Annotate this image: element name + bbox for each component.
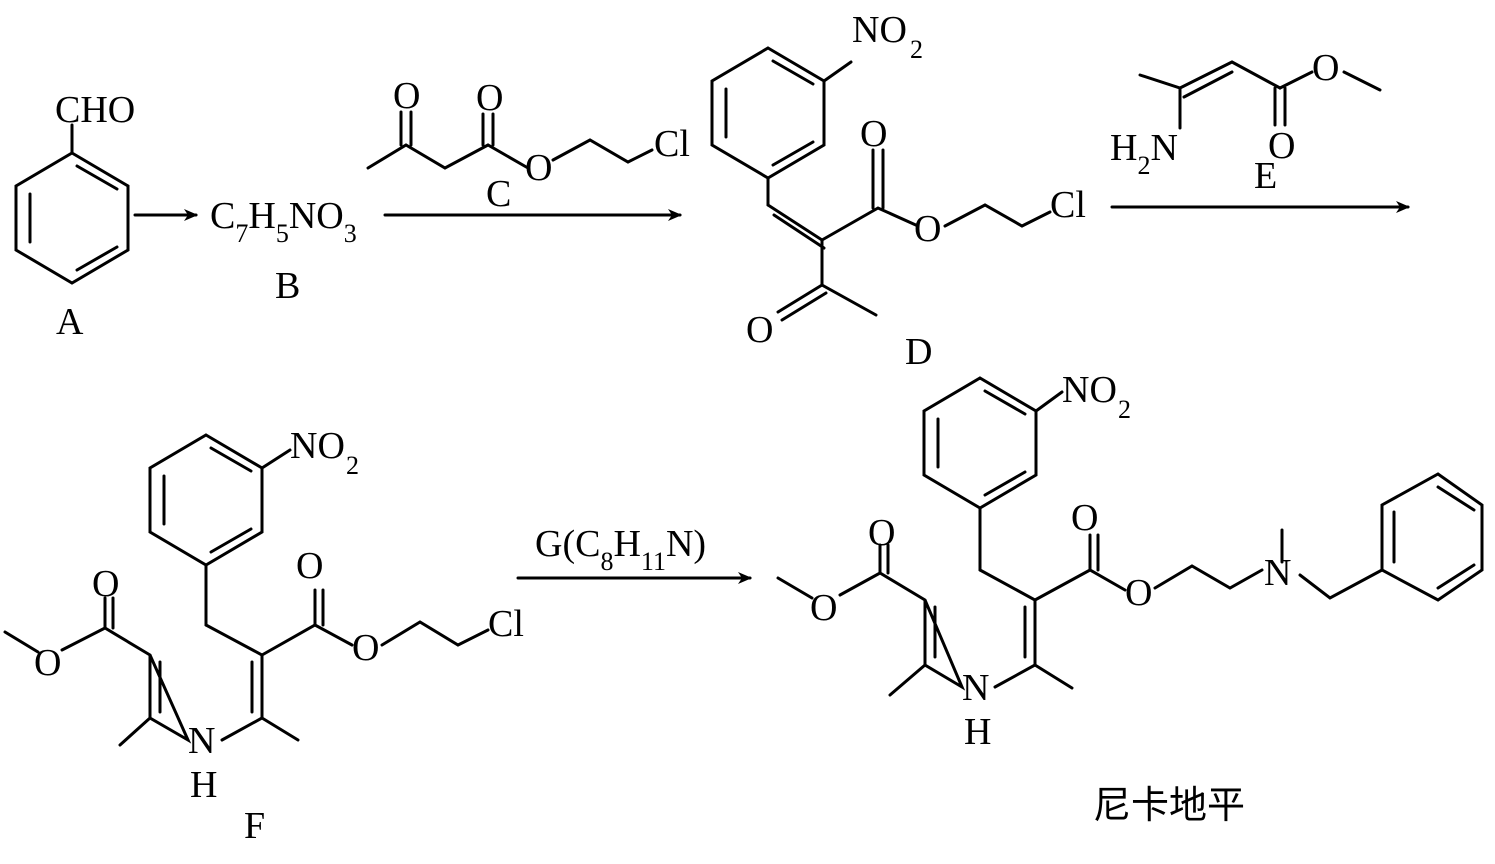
formula-b: C7H5NO3: [210, 195, 357, 248]
svg-text:O: O: [525, 147, 552, 189]
reagent-c: O O O Cl C: [366, 75, 690, 215]
svg-text:H2N: H2N: [1110, 127, 1178, 180]
svg-text:NO: NO: [1062, 369, 1117, 411]
svg-text:H: H: [190, 764, 217, 806]
compound-a: CHO A: [14, 89, 135, 343]
reagent-e: H2N O O E: [1110, 47, 1382, 197]
compound-f-label: F: [244, 805, 265, 847]
svg-text:O: O: [914, 208, 941, 250]
svg-text:H: H: [964, 711, 991, 753]
svg-text:NO: NO: [852, 9, 907, 51]
svg-text:O: O: [868, 512, 895, 554]
svg-text:O: O: [1071, 497, 1098, 539]
svg-text:O: O: [860, 113, 887, 155]
svg-text:2: 2: [910, 35, 923, 64]
svg-text:2: 2: [346, 451, 359, 480]
svg-text:O: O: [34, 642, 61, 684]
svg-text:O: O: [810, 587, 837, 629]
compound-a-label: A: [56, 301, 84, 343]
svg-text:O: O: [92, 563, 119, 605]
svg-text:Cl: Cl: [488, 603, 524, 645]
reagent-g: G(C8H11N): [535, 523, 706, 576]
compound-b: C7H5NO3 B: [210, 195, 357, 307]
compound-f: NO 2 O O O O Cl N H F: [3, 425, 524, 847]
svg-text:O: O: [746, 309, 773, 351]
compound-d-label: D: [905, 331, 932, 373]
svg-text:O: O: [1312, 47, 1339, 89]
svg-text:2: 2: [1118, 395, 1131, 424]
svg-text:Cl: Cl: [1050, 184, 1086, 226]
svg-text:O: O: [476, 77, 503, 119]
aldehyde-group: CHO: [55, 89, 135, 131]
compound-b-label: B: [275, 265, 300, 307]
reagent-e-label: E: [1254, 155, 1277, 197]
compound-d: NO 2 O O O Cl D: [710, 9, 1086, 373]
svg-text:O: O: [1268, 125, 1295, 167]
svg-text:N: N: [1264, 552, 1291, 594]
svg-text:Cl: Cl: [654, 123, 690, 165]
svg-text:O: O: [1125, 572, 1152, 614]
svg-text:O: O: [352, 627, 379, 669]
svg-text:N: N: [962, 667, 989, 709]
reagent-c-label: C: [486, 173, 511, 215]
svg-text:NO: NO: [290, 425, 345, 467]
svg-text:O: O: [296, 545, 323, 587]
svg-text:N: N: [188, 720, 215, 762]
product-name: 尼卡地平: [1093, 783, 1245, 827]
svg-text:O: O: [393, 75, 420, 117]
product-nicardipine: NO 2 O O O O N N H 尼卡地平: [776, 369, 1484, 827]
